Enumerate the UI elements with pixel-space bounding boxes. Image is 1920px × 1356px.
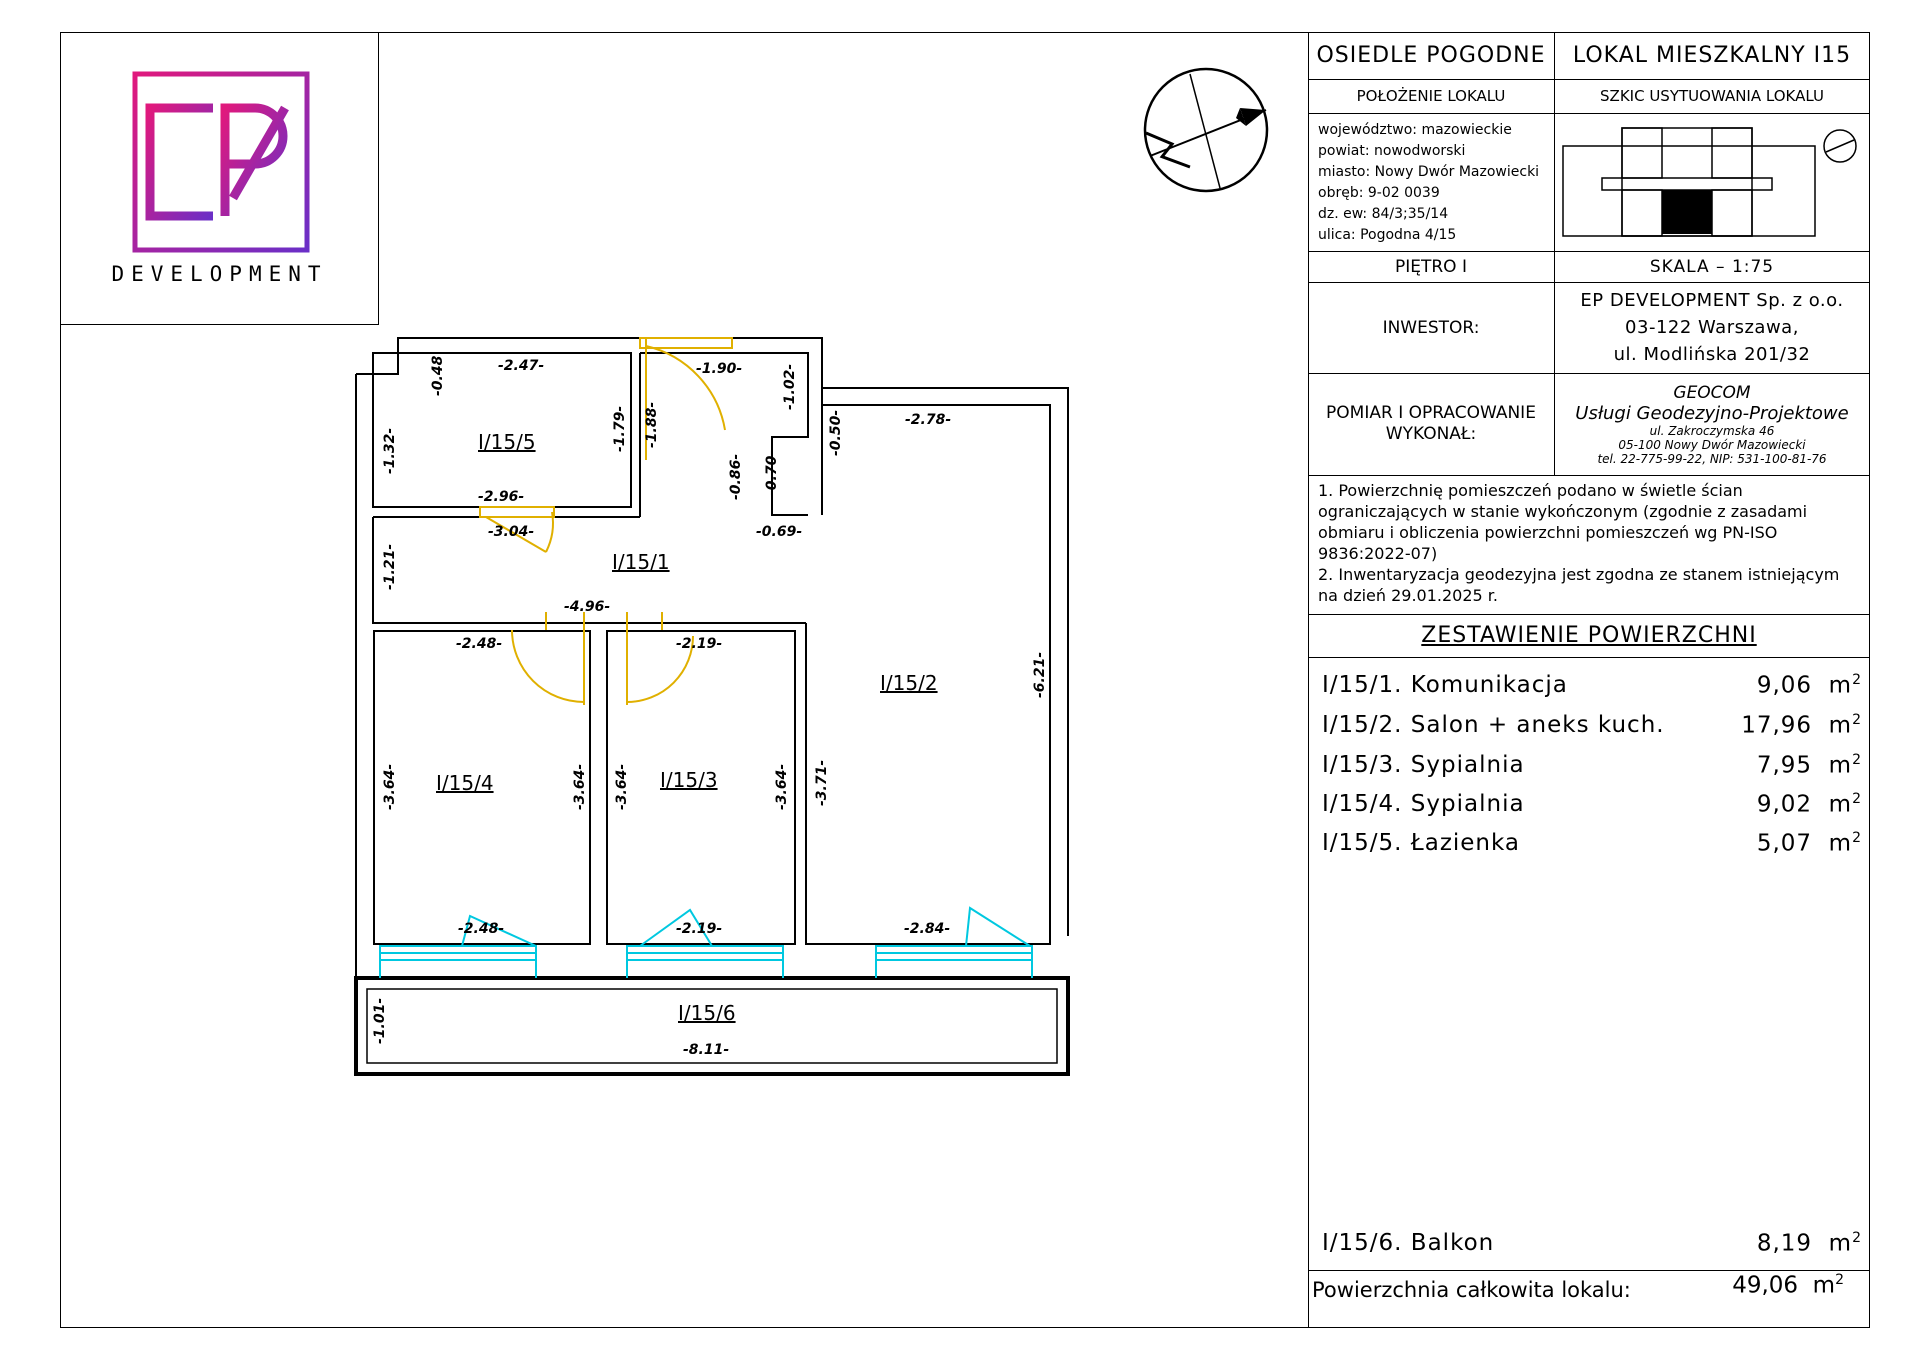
title-block bbox=[1308, 32, 1870, 1328]
dim-label: -0.50- bbox=[828, 410, 844, 456]
balcony-row: I/15/6. Balkon 8,19 m2 bbox=[1322, 1230, 1862, 1257]
dim-label: -1.88- bbox=[644, 402, 660, 448]
dim-label: -2.96- bbox=[478, 489, 524, 505]
outer-wall bbox=[356, 337, 1069, 936]
room-label-3: I/15/3 bbox=[660, 768, 718, 792]
north-arrow-icon bbox=[1143, 67, 1269, 193]
area-row: I/15/1. Komunikacja 9,06 m2 bbox=[1322, 672, 1862, 699]
dim-label: -1.79- bbox=[612, 406, 628, 452]
dim-label: -1.21- bbox=[382, 544, 398, 590]
dim-label: -3.64- bbox=[572, 764, 588, 810]
room-label-2: I/15/2 bbox=[880, 671, 938, 695]
location-details: województwo: mazowieckie powiat: nowodwo… bbox=[1318, 122, 1540, 243]
dim-label: -8.11- bbox=[683, 1042, 729, 1058]
area-row: I/15/5. Łazienka 5,07 m2 bbox=[1322, 830, 1862, 857]
dim-label: -3.64- bbox=[382, 764, 398, 810]
room-label-1: I/15/1 bbox=[612, 550, 670, 574]
dim-label: -2.84- bbox=[904, 921, 950, 937]
room-label-4: I/15/4 bbox=[436, 771, 494, 795]
dim-label: -2.78- bbox=[905, 412, 951, 428]
dim-label: -1.90- bbox=[696, 361, 742, 377]
area-row: I/15/2. Salon + aneks kuch. 17,96 m2 bbox=[1322, 712, 1862, 739]
location-title: POŁOŻENIE LOKALU bbox=[1356, 87, 1506, 105]
floor-plan: I/15/5 I/15/1 I/15/2 I/15/3 I/15/4 I/15/… bbox=[354, 337, 1070, 1076]
investor-label: INWESTOR: bbox=[1382, 317, 1480, 338]
dim-label: -2.48- bbox=[456, 636, 502, 652]
dim-label: -0.70- bbox=[764, 450, 780, 496]
areas-title: ZESTAWIENIE POWIERZCHNI bbox=[1421, 623, 1757, 648]
site-sketch bbox=[1562, 127, 1857, 237]
dim-label: -3.64- bbox=[614, 764, 630, 810]
dim-label: -3.64- bbox=[774, 764, 790, 810]
dim-label: -2.48- bbox=[458, 921, 504, 937]
dim-label: -2.19- bbox=[676, 636, 722, 652]
room-label-5: I/15/5 bbox=[478, 430, 536, 454]
logo-mark bbox=[132, 71, 310, 253]
survey-label: POMIAR I OPRACOWANIE WYKONAŁ: bbox=[1326, 403, 1536, 444]
investor-details: EP DEVELOPMENT Sp. z o.o. 03-122 Warszaw… bbox=[1580, 290, 1844, 365]
dim-label: -0.86- bbox=[728, 454, 744, 500]
logo-subtitle: DEVELOPMENT bbox=[111, 262, 328, 286]
total-label: Powierzchnia całkowita lokalu: bbox=[1312, 1278, 1631, 1302]
dim-label: -3.71- bbox=[814, 760, 830, 806]
dim-label: -1.32- bbox=[382, 428, 398, 474]
room-label-6: I/15/6 bbox=[678, 1001, 736, 1025]
drawing-frame bbox=[60, 32, 1870, 1328]
dim-label: -0.69- bbox=[756, 524, 802, 540]
dim-label: -1.01- bbox=[372, 998, 388, 1044]
notes: 1. Powierzchnię pomieszczeń podano w świ… bbox=[1318, 481, 1840, 605]
estate-name: OSIEDLE POGODNE bbox=[1316, 43, 1546, 68]
floor-label: PIĘTRO I bbox=[1394, 256, 1467, 277]
scale-label: SKALA – 1:75 bbox=[1649, 256, 1775, 277]
dim-label: -3.04- bbox=[488, 524, 534, 540]
survey-details: GEOCOM Usługi Geodezyjno-Projektowe ul. … bbox=[1575, 382, 1849, 466]
dim-label: -2.19- bbox=[676, 921, 722, 937]
total-value: 49,06 m2 bbox=[1732, 1272, 1844, 1299]
dim-label: -0.48 bbox=[430, 355, 446, 396]
dim-label: -6.21- bbox=[1032, 652, 1048, 698]
area-row: I/15/4. Sypialnia 9,02 m2 bbox=[1322, 791, 1862, 818]
dim-label: -1.02- bbox=[782, 364, 798, 410]
unit-name: LOKAL MIESZKALNY I15 bbox=[1572, 43, 1852, 68]
logo-box bbox=[60, 32, 379, 325]
area-row: I/15/3. Sypialnia 7,95 m2 bbox=[1322, 752, 1862, 779]
dim-label: -4.96- bbox=[564, 599, 610, 615]
sketch-title: SZKIC USYTUOWANIA LOKALU bbox=[1600, 87, 1824, 105]
dim-label: -2.47- bbox=[498, 358, 544, 374]
